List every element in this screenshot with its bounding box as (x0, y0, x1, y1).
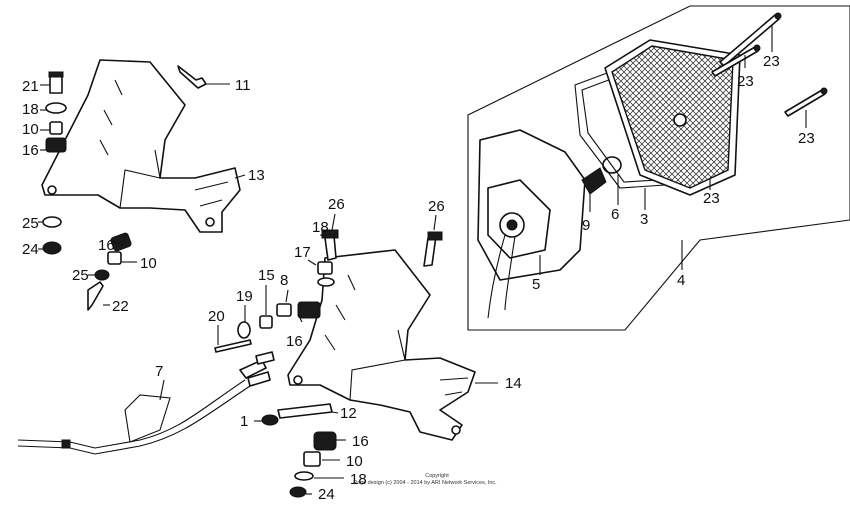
tail-light-assembly-2 (467, 5, 850, 331)
callout-12: 26 (328, 196, 345, 213)
callout-25: 10 (346, 453, 363, 470)
callout-22: 12 (340, 405, 357, 422)
callout-29: 23 (763, 53, 780, 70)
upper-bracket-13 (41, 59, 241, 233)
callout-6: 25 (22, 215, 39, 232)
callout-5: 13 (248, 167, 265, 184)
callout-34: 6 (611, 206, 619, 223)
callout-35: 9 (582, 217, 590, 234)
callout-26: 18 (350, 471, 367, 488)
callout-13: 18 (312, 219, 329, 236)
callout-9: 10 (140, 255, 157, 272)
copyright-line-2: Page design (c) 2004 - 2014 by ARI Netwo… (353, 480, 497, 486)
hardware-stack-left (42, 65, 207, 311)
callout-24: 16 (352, 433, 369, 450)
callout-30: 23 (737, 73, 754, 90)
callout-31: 23 (798, 130, 815, 147)
callout-27: 24 (318, 486, 335, 503)
callout-2: 10 (22, 121, 39, 138)
callout-23: 1 (240, 413, 248, 430)
callout-20: 7 (155, 363, 163, 380)
hardware-stack-center (214, 229, 443, 498)
callout-10: 25 (72, 267, 89, 284)
copyright-line-1: Copyright (425, 473, 449, 479)
callout-0: 21 (22, 78, 39, 95)
callout-33: 3 (640, 211, 648, 228)
callout-3: 16 (22, 142, 39, 159)
callout-8: 16 (98, 237, 115, 254)
callout-18: 20 (208, 308, 225, 325)
callout-15: 15 (258, 267, 275, 284)
callout-17: 19 (236, 288, 253, 305)
callout-7: 24 (22, 241, 39, 258)
wire-harness-7 (17, 351, 275, 455)
callout-32: 23 (703, 190, 720, 207)
callout-11: 22 (112, 298, 129, 315)
callout-37: 4 (677, 272, 685, 289)
callout-14: 17 (294, 244, 311, 261)
callout-36: 5 (532, 276, 540, 293)
callout-16: 8 (280, 272, 288, 289)
leader-lines (38, 25, 807, 495)
callout-28: 26 (428, 198, 445, 215)
callout-19: 16 (286, 333, 303, 350)
callout-4: 11 (235, 77, 251, 94)
callout-1: 18 (22, 101, 39, 118)
callout-21: 14 (505, 375, 522, 392)
lower-bracket-14 (287, 249, 476, 441)
